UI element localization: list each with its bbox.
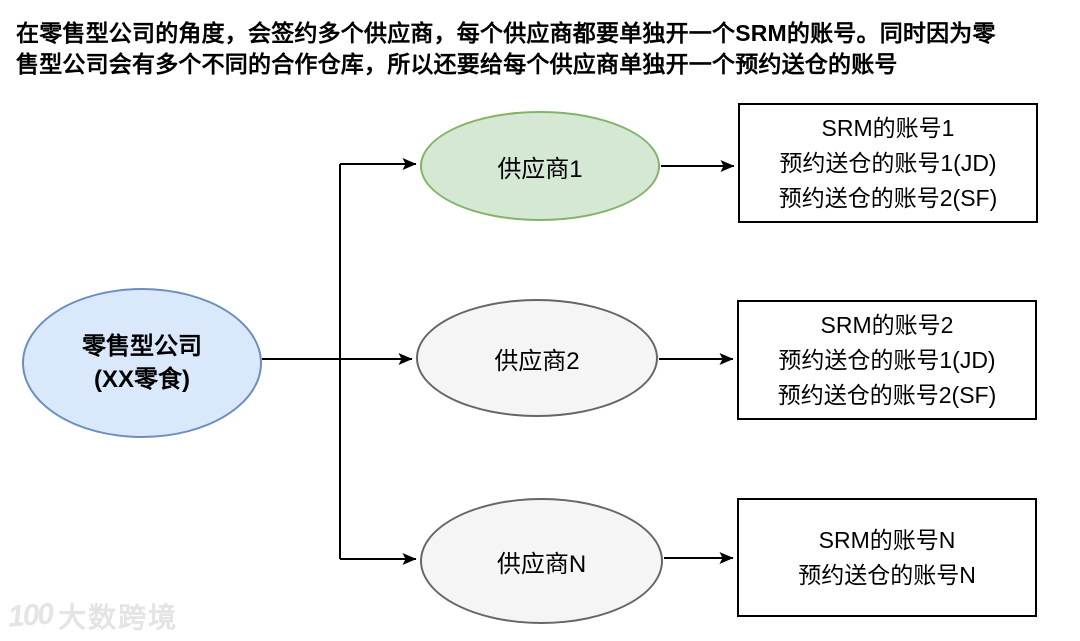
description-line-2: 售型公司会有多个不同的合作仓库，所以还要给每个供应商单独开一个预约送仓的账号 <box>16 51 898 77</box>
accounts-1-line-1: SRM的账号1 <box>821 114 955 141</box>
watermark-logo-icon: 100 <box>6 597 54 634</box>
watermark: 100 大数跨境 <box>6 596 179 636</box>
node-supplier-2: 供应商2 <box>416 299 658 417</box>
node-supplier-n: 供应商N <box>420 498 663 624</box>
supplier-1-label: 供应商1 <box>497 155 583 183</box>
accounts-2-line-1: SRM的账号2 <box>820 311 954 338</box>
retail-company-alias: (XX零食) <box>94 366 190 393</box>
supplier-n-label: 供应商N <box>496 550 587 578</box>
accounts-2-line-3: 预约送仓的账号2(SF) <box>777 381 997 408</box>
supplier-2-label: 供应商2 <box>494 347 580 375</box>
node-retail-company: 零售型公司 (XX零食) <box>22 288 262 438</box>
accounts-1-line-2: 预约送仓的账号1(JD) <box>779 149 997 176</box>
accounts-2-line-2: 预约送仓的账号1(JD) <box>778 346 996 373</box>
description-text: 在零售型公司的角度，会签约多个供应商，每个供应商都要单独开一个SRM的账号。同时… <box>16 18 1072 80</box>
description-line-1: 在零售型公司的角度，会签约多个供应商，每个供应商都要单独开一个SRM的账号。同时… <box>16 20 996 46</box>
accounts-3-line-2: 预约送仓的账号N <box>798 561 976 588</box>
node-supplier-1: 供应商1 <box>420 111 660 221</box>
node-accounts-supplier-1: SRM的账号1 预约送仓的账号1(JD) 预约送仓的账号2(SF) <box>738 103 1038 223</box>
watermark-text: 大数跨境 <box>58 602 179 633</box>
retail-company-name: 零售型公司 <box>82 333 202 360</box>
node-accounts-supplier-2: SRM的账号2 预约送仓的账号1(JD) 预约送仓的账号2(SF) <box>737 300 1037 420</box>
accounts-3-line-1: SRM的账号N <box>818 526 956 553</box>
accounts-1-line-3: 预约送仓的账号2(SF) <box>778 184 998 211</box>
node-accounts-supplier-n: SRM的账号N 预约送仓的账号N <box>737 498 1037 617</box>
